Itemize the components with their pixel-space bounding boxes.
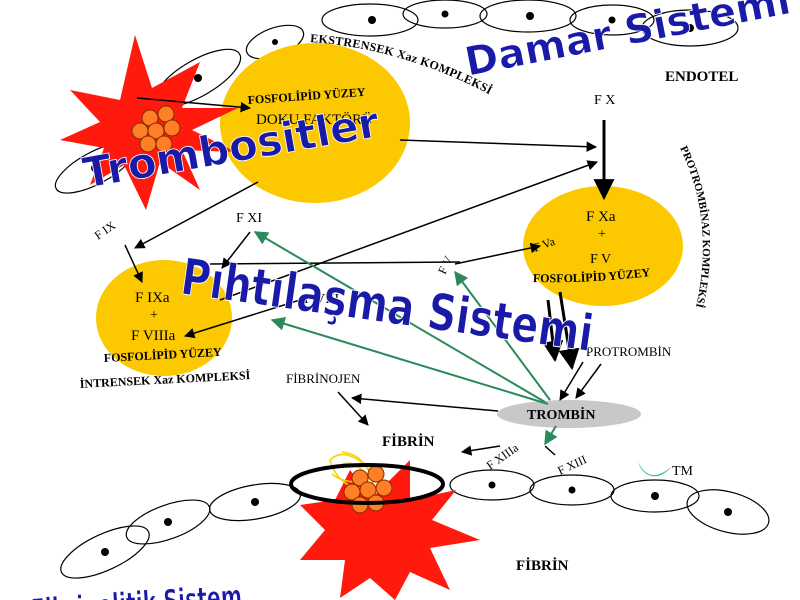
arrow-fibrinogen-to-fibrin	[337, 391, 369, 426]
arrow-fv-to-fva	[454, 242, 542, 265]
endothelial-cell	[569, 4, 655, 36]
fix-label: F IX	[92, 218, 119, 242]
arrow-tissue-factor-to-fix	[134, 181, 259, 249]
arrow-thrombin-to-fibrinogen	[350, 393, 499, 412]
phospholipid-surface-left	[96, 260, 232, 376]
arrow-fxiii-to-fxiiia	[544, 445, 556, 456]
cell-nucleus	[441, 10, 449, 18]
arrow-fix-to-fixa	[124, 244, 143, 283]
cell-nucleus	[101, 548, 109, 556]
arrow-tissue-factor-to-fx	[399, 139, 598, 152]
arrow-fxi-to-fix	[221, 231, 251, 269]
cell-nucleus	[251, 498, 259, 506]
arrow-fixa-to-fx	[219, 160, 598, 301]
fixa-label: F IXa	[135, 290, 170, 306]
endothelial-cell	[321, 3, 419, 37]
phospholipid-left-label: FOSFOLİPİD YÜZEY	[103, 345, 222, 365]
vascular-system-title: Damar Sistemi	[461, 0, 794, 86]
activation-star-bottom	[300, 460, 480, 600]
arrow-fviii-to-fviiia	[183, 299, 301, 339]
cell-nucleus	[651, 492, 659, 500]
endothelial-cell	[686, 489, 770, 535]
phospholipid-surface-right	[523, 186, 683, 306]
fx-label: F X	[594, 93, 615, 108]
endothelial-cell	[402, 0, 488, 29]
platelet-cluster-top	[131, 105, 181, 153]
platelet-cluster-bottom	[343, 465, 393, 514]
plus-right-label: +	[598, 227, 606, 242]
thrombin-feedback-arrows	[253, 231, 558, 446]
arrow-fxiiia-to-fibrin	[460, 445, 501, 456]
fibrin-mid-label: FİBRİN	[382, 433, 435, 450]
reaction-arrows	[124, 97, 602, 456]
cell-nucleus	[608, 16, 616, 24]
fxi-label: F XI	[236, 211, 262, 226]
endothelial-cell	[641, 9, 739, 47]
thrombomodulin-icon	[638, 462, 672, 477]
cell-nucleus	[526, 12, 534, 20]
fviii-label: F VIII	[304, 292, 339, 307]
thrombin-label: TROMBİN	[527, 406, 595, 423]
cell-nucleus	[686, 24, 694, 32]
endothelial-cell	[610, 479, 700, 513]
cell-nucleus	[724, 508, 732, 516]
fibrinogen-label: FİBRİNOJEN	[286, 371, 361, 386]
cell-nucleus	[194, 74, 202, 82]
thrombin-oval	[497, 400, 641, 428]
arrow-star-to-tissue-factor	[136, 97, 252, 113]
fxiii-label: F XIII	[555, 452, 588, 478]
plus-left-label: +	[150, 308, 158, 323]
cell-nucleus	[368, 16, 376, 24]
fxiiia-label: F XIIIa	[484, 440, 522, 472]
endothelial-cell	[60, 525, 150, 579]
endothelial-cell	[449, 469, 535, 501]
cell-nucleus	[164, 518, 172, 526]
arrow-thrombin-to-fxiiia	[544, 425, 558, 446]
tissue-factor-label: DOKU FAKTÖRÜ	[256, 111, 373, 128]
arrow-thrombin-to-fxi	[253, 231, 546, 403]
prothrombinase-complex-label: PROTROMBİNAZ KOMPLEKSİ	[677, 144, 712, 309]
thick-arrows	[542, 120, 615, 371]
arrow-thrombin-to-fviii	[270, 316, 549, 405]
cell-nucleus	[488, 481, 496, 489]
arrow-thrombin-to-fv	[454, 270, 551, 401]
prothrombin-label: PROTROMBİN	[586, 344, 672, 359]
fxa-label: F Xa	[586, 209, 616, 225]
arrow-fxa-to-prothrombin	[558, 291, 580, 371]
fibrinolytic-system-title: Fibrinolitik Sistem	[30, 579, 243, 600]
fv-mid-label: F V	[435, 254, 455, 277]
arrow-fv-down	[542, 299, 564, 363]
phospholipid-surface-top	[220, 43, 410, 203]
endothelium-bottom	[60, 469, 770, 579]
arrow-prothrombin-to-thrombin	[575, 363, 602, 399]
arrow-fva-link	[209, 261, 461, 265]
endothelial-cell	[479, 0, 577, 33]
fibrin-bottom-label: FİBRİN	[516, 557, 569, 574]
tm-label: TM	[672, 464, 694, 479]
endotel-label: ENDOTEL	[665, 69, 738, 85]
fibrin-ring	[289, 463, 445, 505]
fviiia-label: F VIIIa	[131, 328, 176, 344]
cell-nucleus	[568, 486, 576, 494]
cell-nucleus	[272, 39, 278, 45]
fv-right-label: F V	[590, 252, 611, 267]
